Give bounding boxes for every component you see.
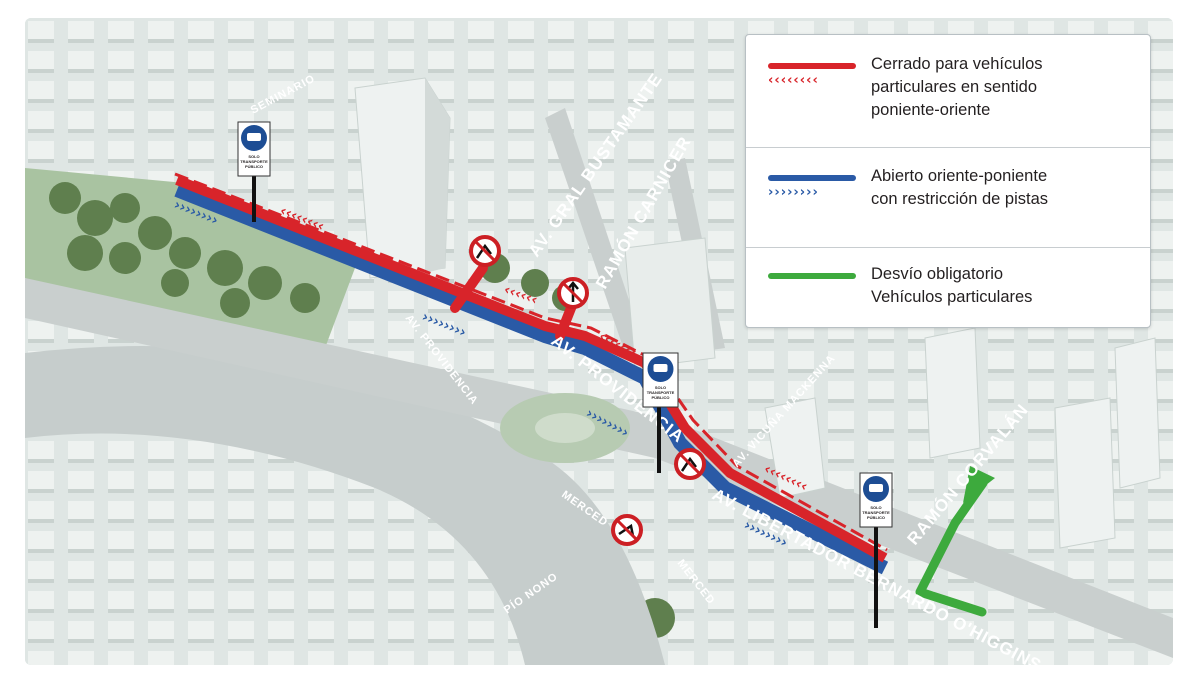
legend-text-line: Abierto oriente-poniente (871, 167, 1048, 185)
map-frame: ‹‹‹‹‹‹‹‹ ‹‹‹‹‹‹ ‹‹‹‹‹‹‹ ‹‹‹‹‹‹‹‹ ›››››››… (25, 18, 1173, 665)
svg-text:TRANSPORTE: TRANSPORTE (240, 159, 268, 164)
no-turn-icon (674, 448, 706, 480)
svg-text:SOLO: SOLO (248, 154, 259, 159)
legend-text-line: particulares en sentido (871, 78, 1038, 96)
svg-text:TRANSPORTE: TRANSPORTE (647, 390, 675, 395)
svg-text:PÚBLICO: PÚBLICO (652, 395, 670, 400)
bus-only-sign-2: SOLO TRANSPORTE PÚBLICO (642, 352, 679, 473)
svg-text:PÚBLICO: PÚBLICO (245, 164, 263, 169)
legend-item-open: ›››››››› Abierto oriente-poniente con re… (746, 147, 1150, 248)
legend-item-detour: Desvío obligatorio Vehículos particulare… (746, 247, 1150, 327)
legend-line-closed (768, 63, 856, 69)
legend-chevrons-closed: ‹‹‹‹‹‹‹‹ (768, 73, 819, 88)
legend-panel: ‹‹‹‹‹‹‹‹ Cerrado para vehículos particul… (745, 34, 1151, 328)
legend-text-line: poniente-oriente (871, 101, 991, 119)
tower-buildings (354, 77, 1161, 549)
legend-line-detour (768, 273, 856, 279)
road-bustamante (545, 108, 645, 353)
road-costanera (25, 346, 665, 665)
bus-only-sign-3: SOLO TRANSPORTE PÚBLICO (859, 472, 893, 628)
no-turn-icon (611, 514, 643, 546)
legend-chevrons-open: ›››››››› (768, 185, 819, 200)
detour-arrow (915, 466, 995, 617)
svg-text:TRANSPORTE: TRANSPORTE (862, 510, 890, 515)
legend-text-line: Cerrado para vehículos (871, 55, 1043, 73)
svg-text:SOLO: SOLO (655, 385, 666, 390)
legend-item-closed: ‹‹‹‹‹‹‹‹ Cerrado para vehículos particul… (746, 35, 1150, 148)
legend-text-line: con restricción de pistas (871, 190, 1048, 208)
legend-text-line: Vehículos particulares (871, 288, 1033, 306)
legend-line-open (768, 175, 856, 181)
no-turn-icon (469, 235, 501, 267)
legend-text-line: Desvío obligatorio (871, 265, 1004, 283)
road-main (25, 278, 1173, 658)
no-straight-icon (557, 277, 589, 309)
closed-branch-bustamante (450, 263, 488, 313)
svg-text:SOLO: SOLO (870, 505, 881, 510)
svg-text:PÚBLICO: PÚBLICO (867, 515, 885, 520)
bus-only-sign-1: SOLO TRANSPORTE PÚBLICO (237, 121, 271, 222)
